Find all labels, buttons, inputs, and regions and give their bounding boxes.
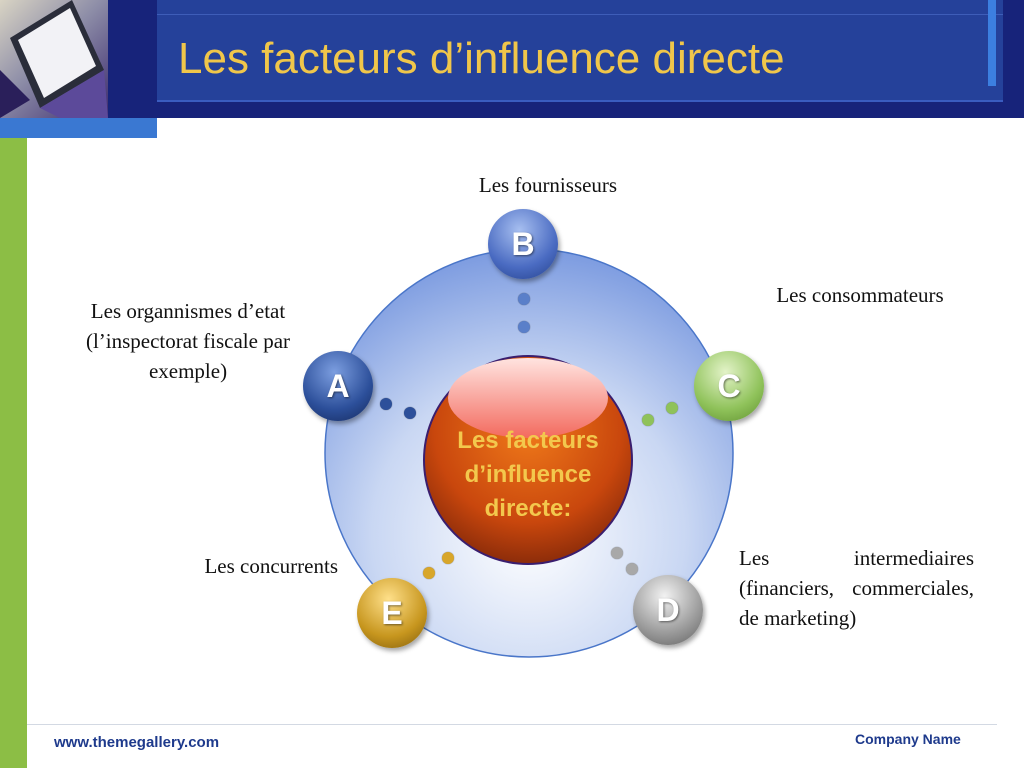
node-b-ball: B bbox=[488, 209, 558, 279]
node-d-letter: D bbox=[656, 591, 680, 628]
node-a-ball: A bbox=[303, 351, 373, 421]
node-e-letter: E bbox=[381, 594, 403, 631]
title-panel bbox=[157, 0, 1003, 102]
header-accent-bar bbox=[988, 0, 996, 86]
center-shine bbox=[448, 358, 608, 438]
node-e-label: Les concurrents bbox=[204, 554, 338, 578]
center-label: Les facteurs d’influence directe: bbox=[457, 427, 599, 522]
connector-dot-b-1 bbox=[518, 293, 530, 305]
connector-dot-a-1 bbox=[380, 398, 392, 410]
footer-company-name: Company Name bbox=[855, 731, 961, 747]
connector-dot-e-2 bbox=[423, 567, 435, 579]
node-d-label: Les intermediaires (financiers, commerci… bbox=[739, 546, 974, 630]
connector-dot-d-1 bbox=[611, 547, 623, 559]
connector-dot-c-1 bbox=[666, 402, 678, 414]
node-b-label: Les fournisseurs bbox=[478, 173, 618, 197]
connector-dot-c-2 bbox=[642, 414, 654, 426]
node-e-ball: E bbox=[357, 578, 427, 648]
node-d-ball: D bbox=[633, 575, 703, 645]
footer-website: www.themegallery.com bbox=[54, 734, 220, 751]
node-b-letter: B bbox=[511, 225, 535, 262]
header-blue-strip bbox=[0, 118, 157, 138]
footer-divider bbox=[27, 724, 997, 725]
header-divider bbox=[157, 14, 1003, 15]
node-c-letter: C bbox=[717, 367, 741, 404]
connector-dot-b-2 bbox=[518, 321, 530, 333]
connector-dot-e-1 bbox=[442, 552, 454, 564]
left-green-bar bbox=[0, 138, 27, 768]
slide-title: Les facteurs d’influence directe bbox=[178, 34, 785, 83]
connector-dot-a-2 bbox=[404, 407, 416, 419]
node-a-letter: A bbox=[326, 367, 350, 404]
node-c-ball: C bbox=[694, 351, 764, 421]
node-a-label: Les organnismes d’etat (l’inspectorat fi… bbox=[85, 299, 291, 383]
connector-dot-d-2 bbox=[626, 563, 638, 575]
node-c-label: Les consommateurs bbox=[776, 283, 944, 307]
computer-logo-icon bbox=[0, 0, 108, 118]
